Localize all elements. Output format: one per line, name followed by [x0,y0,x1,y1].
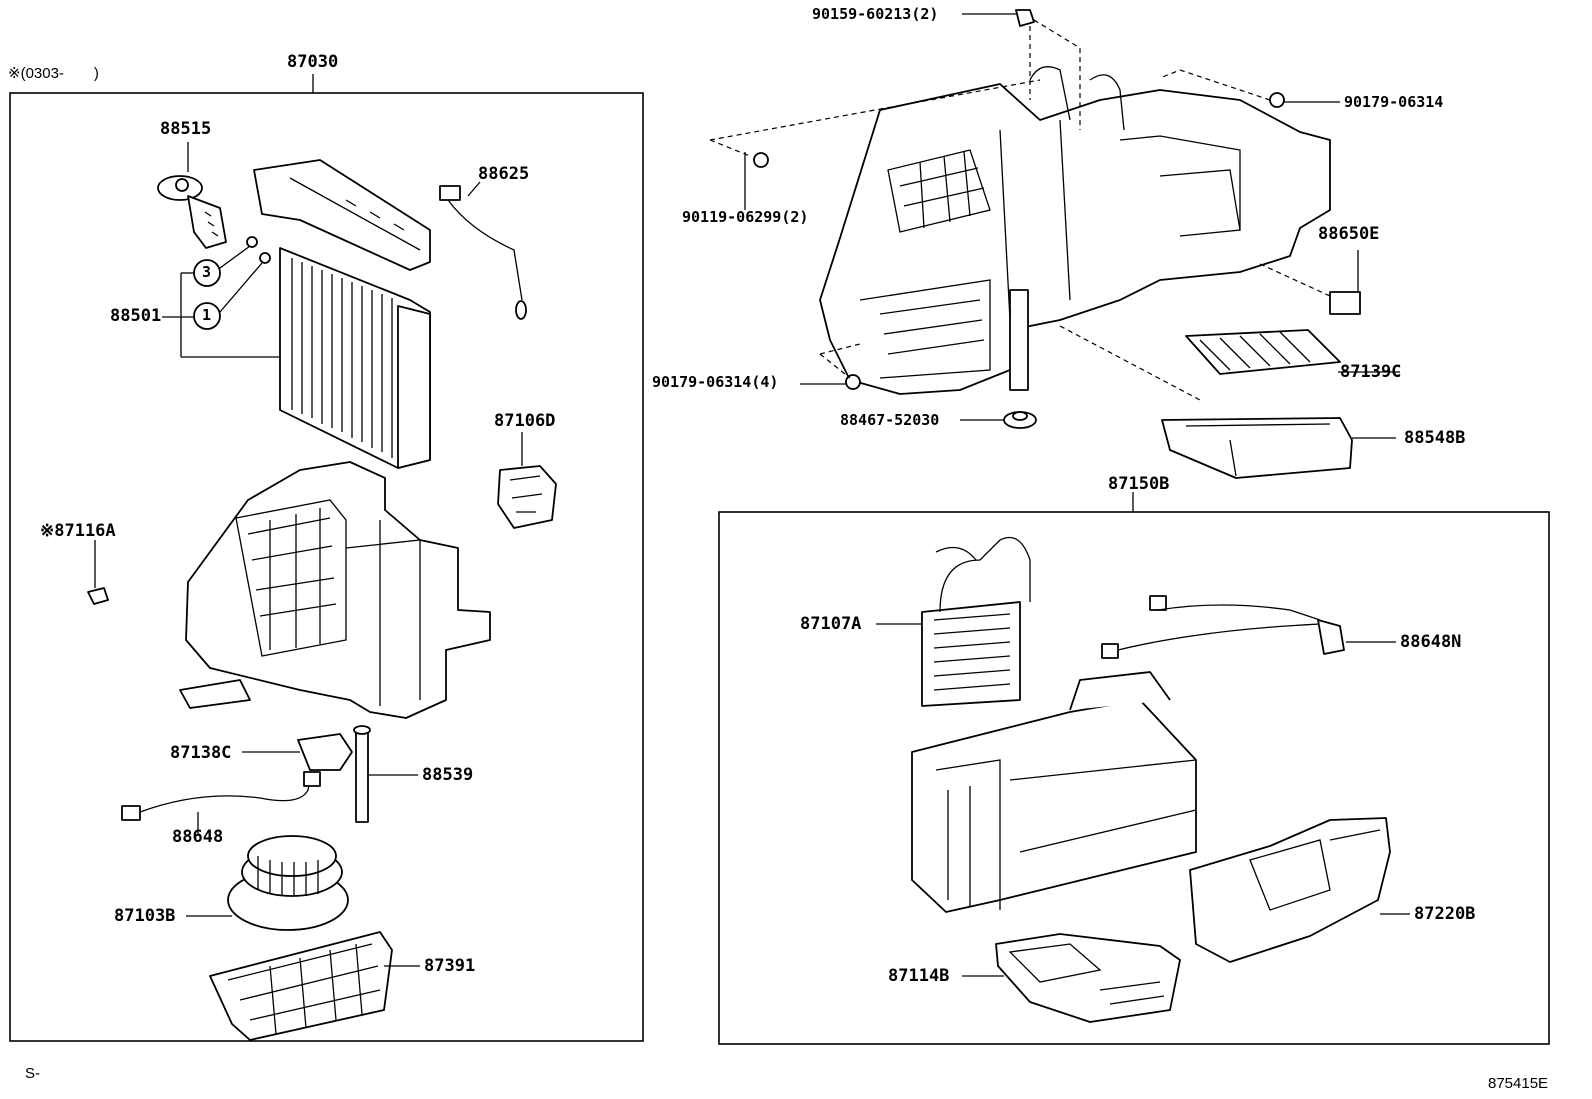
label-87114B[interactable]: 87114B [888,966,950,986]
part-88539-drawing [353,725,418,823]
part-88515-drawing [157,142,227,249]
label-90119[interactable]: 90119-06299(2) [682,208,809,226]
left-group-part-no: 87030 [287,52,339,72]
header-note: ※(0303- ) [8,65,99,82]
label-90179-b[interactable]: 90179-06314(4) [652,373,779,391]
footer-code: 875415E [1488,1075,1549,1092]
label-88467[interactable]: 88467-52030 [840,411,940,429]
label-88501[interactable]: 88501 [110,306,162,326]
label-88548B[interactable]: 88548B [1404,428,1466,448]
grommet-88467 [960,411,1037,429]
label-87220B[interactable]: 87220B [1414,904,1476,924]
label-88648[interactable]: 88648 [172,827,224,847]
part-87106D-drawing [497,432,557,529]
circle-3-label: 3 [202,263,212,281]
heater-core-87107A [876,536,1031,707]
footer-left: S- [25,1065,40,1082]
left-group-frame [9,92,644,1042]
nut-90179-a [1269,92,1340,108]
label-90179-a[interactable]: 90179-06314 [1344,93,1444,111]
label-88648N[interactable]: 88648N [1400,632,1462,652]
label-88625[interactable]: 88625 [478,164,530,184]
screw-90119 [744,152,769,210]
label-87139C[interactable]: 87139C [1340,362,1402,382]
label-87106D[interactable]: 87106D [494,411,556,431]
label-88515[interactable]: 88515 [160,119,212,139]
label-87116A[interactable]: ※87116A [40,521,116,541]
part-88648-drawing [121,771,321,836]
label-88650E[interactable]: 88650E [1318,224,1380,244]
label-87391[interactable]: 87391 [424,956,476,976]
bolt-90159 [962,9,1035,27]
part-87138C-drawing [242,733,353,771]
duct-87114B [962,933,1181,1023]
right-group-part-no: 87150B [1108,474,1170,494]
harness-88648N [1101,595,1396,659]
label-87103B[interactable]: 87103B [114,906,176,926]
heater-case-drawing [911,671,1197,913]
label-90159[interactable]: 90159-60213(2) [812,5,939,23]
part-87391-drawing [209,931,420,1041]
right-group-frame [718,511,1550,1045]
circle-1-label: 1 [202,306,212,324]
part-88625-drawing [439,181,527,320]
label-88539[interactable]: 88539 [422,765,474,785]
top-assembly-drawing [819,66,1331,395]
connector-88650E [1329,250,1361,315]
label-87107A[interactable]: 87107A [800,614,862,634]
part-87103B-drawing [186,835,349,931]
nut-90179-b [800,374,861,390]
lower-housing-drawing [179,461,491,719]
evaporator-drawing [253,159,431,469]
filter-87139C [1185,329,1400,375]
circle-1 [193,302,221,330]
label-87138C[interactable]: 87138C [170,743,232,763]
blower-case-87220B [1189,817,1410,963]
case-88548B [1161,417,1396,479]
